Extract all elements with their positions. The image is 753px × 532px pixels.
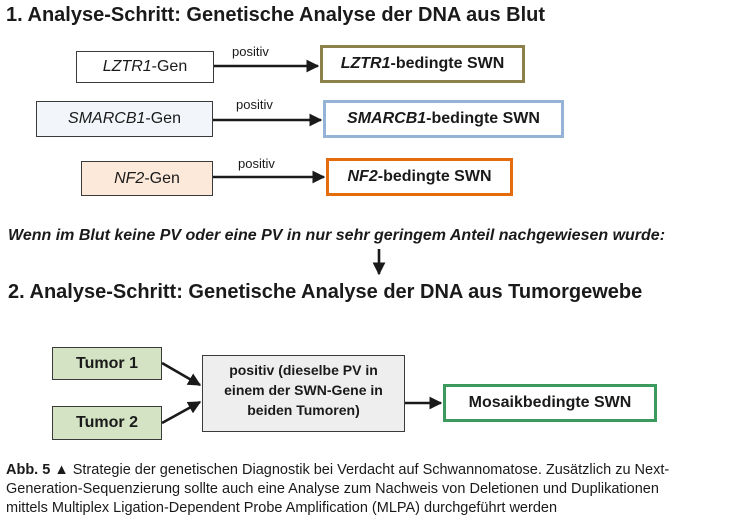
result-gene-name: NF2 xyxy=(347,168,378,185)
arrow-label-positiv: positiv xyxy=(238,156,275,171)
center-line-3: beiden Tumoren) xyxy=(247,402,360,418)
caption-marker: ▲ xyxy=(54,462,69,478)
arrow-tumor1 xyxy=(161,361,202,387)
condition-text: Wenn im Blut keine PV oder eine PV in nu… xyxy=(8,227,666,244)
center-line-1: positiv (dieselbe PV in xyxy=(229,362,378,378)
caption-text-1: Strategie der genetischen Diagnostik bei… xyxy=(72,462,670,478)
result-gene-name: SMARCB1 xyxy=(347,110,427,127)
tumor2-box: Tumor 2 xyxy=(52,406,162,440)
caption-line-3: mittels Multiplex Ligation-Dependent Pro… xyxy=(6,500,558,516)
mosaic-result-box: Mosaikbedingte SWN xyxy=(443,384,657,422)
caption-line-2: Generation-Sequenzierung sollte auch ein… xyxy=(6,481,659,497)
tumor1-box: Tumor 1 xyxy=(52,347,162,380)
arrow-tumor2 xyxy=(161,400,202,425)
positive-result-box: positiv (dieselbe PV in einem der SWN-Ge… xyxy=(202,355,405,432)
gene-name: LZTR1 xyxy=(102,58,152,75)
step2-title: 2. Analyse-Schritt: Genetische Analyse d… xyxy=(8,281,643,303)
result-box-lztr1: LZTR1-bedingte SWN xyxy=(320,45,525,83)
gene-name: NF2 xyxy=(114,169,145,187)
step1-title: 1. Analyse-Schritt: Genetische Analyse d… xyxy=(6,4,546,26)
figure-caption: Abb. 5 ▲ Strategie der genetischen Diagn… xyxy=(6,461,751,518)
caption-label: Abb. 5 xyxy=(6,462,51,478)
gene-box-lztr1: LZTR1-Gen xyxy=(76,51,214,83)
gene-box-smarcb1: SMARCB1-Gen xyxy=(36,101,213,137)
result-suffix: -bedingte SWN xyxy=(426,110,540,127)
arrow-label-positiv: positiv xyxy=(236,97,273,112)
center-line-2: einem der SWN-Gene in xyxy=(224,382,383,398)
gene-suffix: -Gen xyxy=(144,169,180,187)
gene-name: SMARCB1 xyxy=(68,110,146,127)
result-box-smarcb1: SMARCB1-bedingte SWN xyxy=(323,100,564,138)
result-gene-name: LZTR1 xyxy=(340,55,391,72)
gene-suffix: -Gen xyxy=(145,110,181,127)
result-suffix: -bedingte SWN xyxy=(377,168,492,185)
gene-box-nf2: NF2-Gen xyxy=(81,161,213,196)
arrow-label-positiv: positiv xyxy=(232,44,269,59)
caption-line-1: Abb. 5 ▲ Strategie der genetischen Diagn… xyxy=(6,461,751,480)
gene-suffix: -Gen xyxy=(151,58,188,75)
result-suffix: -bedingte SWN xyxy=(390,55,505,72)
result-box-nf2: NF2-bedingte SWN xyxy=(326,158,513,196)
